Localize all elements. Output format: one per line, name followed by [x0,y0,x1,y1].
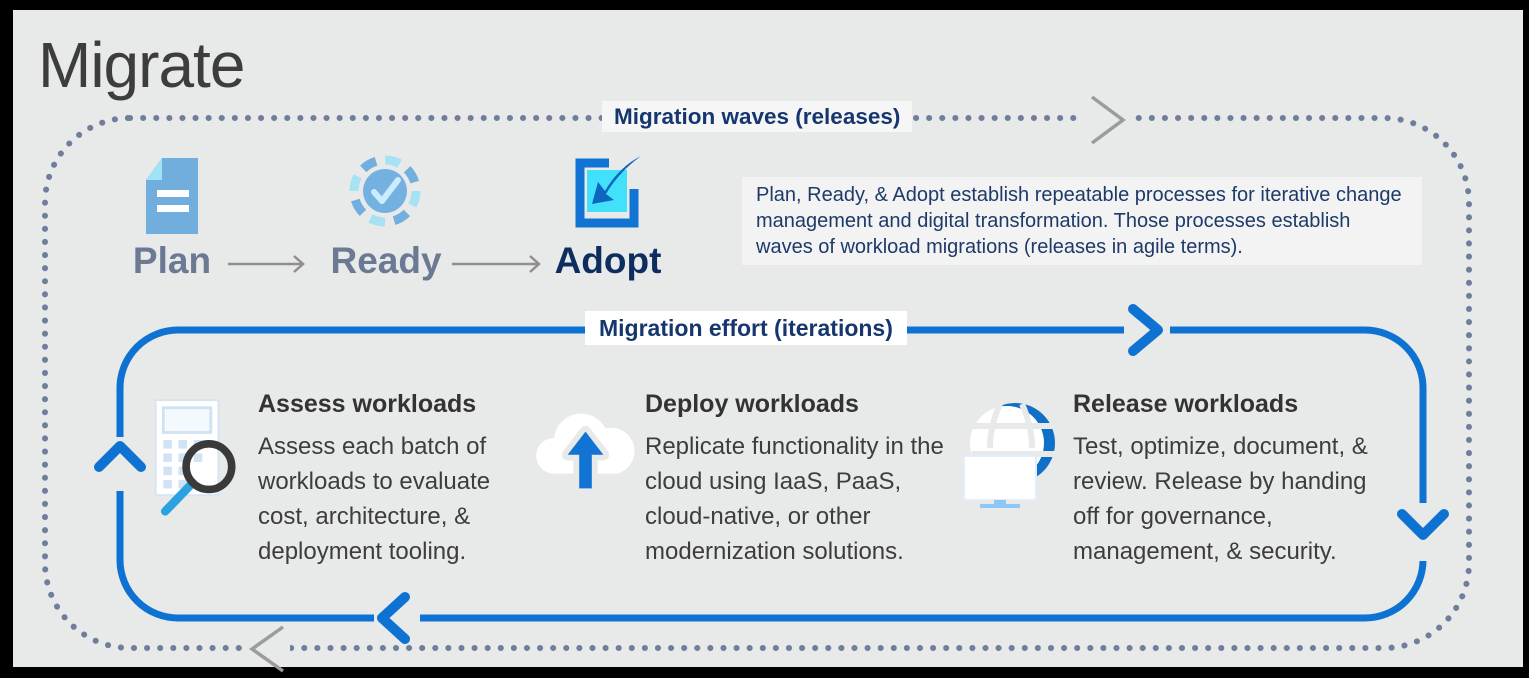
step-assess-workloads: Assess workloads Assess each batch of wo… [258,390,520,569]
step-body: Assess each batch of workloads to evalua… [258,433,491,565]
effort-chevron-up-icon [94,441,146,472]
monitor-shape [963,455,1037,508]
stage-description: Plan, Ready, & Adopt establish repeatabl… [742,177,1422,265]
plan-to-ready-arrow-icon [228,255,305,273]
stage-plan-label: Plan [132,240,212,281]
ready-to-adopt-arrow-icon [452,255,541,273]
stage-ready-label: Ready [330,240,442,281]
page-title: Migrate [38,29,245,101]
plan-document-icon [146,158,198,234]
waves-direction-chevron-left-icon [248,625,285,673]
magnifier-shape [160,440,236,516]
stage-adopt-label: Adopt [554,240,662,281]
waves-direction-chevron-right-icon [1090,95,1126,145]
effort-chevron-left-icon [377,592,410,644]
step-heading: Deploy workloads [645,390,859,418]
step-heading: Assess workloads [258,390,477,418]
outer-loop-label: Migration waves (releases) [602,101,913,132]
upload-arrow-shape [567,431,604,489]
release-globe-monitor-icon [963,402,1057,508]
step-body: Replicate functionality in the cloud usi… [645,433,944,565]
inner-loop-label-text: Migration effort (iterations) [599,315,893,341]
step-deploy-workloads: Deploy workloads Replicate functionality… [645,390,945,569]
adopt-checkbox-arrow-icon [575,156,641,228]
effort-chevron-down-icon [1397,509,1449,540]
deploy-cloud-upload-icon [536,413,635,495]
ready-progress-check-icon [349,155,421,227]
assess-magnifier-calculator-icon [154,399,236,516]
outer-loop-label-text: Migration waves (releases) [614,104,901,129]
step-release-workloads: Release workloads Test, optimize, docume… [1073,390,1391,569]
effort-chevron-right-icon [1128,304,1163,356]
inner-loop-label: Migration effort (iterations) [585,311,907,345]
step-heading: Release workloads [1073,390,1299,418]
step-body: Test, optimize, document, & review. Rele… [1073,433,1368,565]
